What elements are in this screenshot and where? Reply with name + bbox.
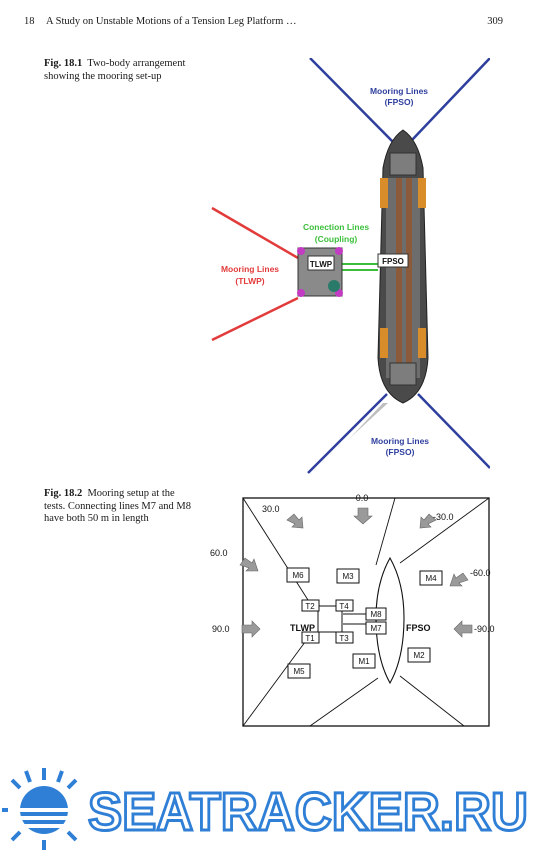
fpso-mooring-line — [411, 58, 490, 141]
label-connection-lines-sub: (Coupling) — [315, 234, 358, 244]
running-title: A Study on Unstable Motions of a Tension… — [46, 16, 297, 27]
probe-box — [352, 653, 376, 669]
tether-box — [301, 599, 320, 612]
fpso-outline — [375, 556, 405, 685]
fpso-mooring-line — [417, 393, 490, 469]
probe-box — [287, 663, 311, 679]
label-mooring-fpso-bottom-sub: (FPSO) — [386, 447, 415, 457]
probe-box — [407, 647, 431, 663]
fpso-label-box — [377, 253, 409, 268]
mooring-line — [309, 677, 379, 727]
heading-arrow-60 — [239, 557, 259, 572]
tether-t2: T2 — [305, 602, 315, 611]
heading-m90: -90.0 — [474, 624, 495, 634]
watermark-text: SEATRACKER.RU — [88, 782, 528, 842]
mooring-line — [399, 497, 490, 564]
tether-t1: T1 — [305, 634, 315, 643]
probe-m4: M4 — [425, 574, 437, 583]
probe-box — [419, 570, 443, 586]
mooring-line — [399, 675, 465, 727]
probe-box — [365, 607, 387, 621]
tether-t4: T4 — [339, 602, 349, 611]
heading-arrow-m90 — [453, 620, 473, 638]
page-number-right: 309 — [487, 16, 503, 27]
probe-box — [365, 621, 387, 635]
tether-box — [301, 631, 320, 644]
label-mooring-fpso-top: Mooring Lines — [370, 86, 428, 96]
probe-m6: M6 — [292, 571, 304, 580]
fpso-vessel — [350, 129, 429, 438]
label-fpso: FPSO — [382, 257, 404, 266]
sun-logo-icon — [2, 768, 80, 850]
probe-box — [336, 568, 360, 584]
figure-caption-text-18-2: Mooring setup at the tests. Connecting l… — [44, 488, 191, 524]
heading-0: 0.0 — [356, 493, 369, 503]
label-connection-lines: Conection Lines — [303, 222, 369, 232]
heading-30: 30.0 — [262, 504, 280, 514]
label-mooring-tlwp-sub: (TLWP) — [235, 276, 264, 286]
heading-arrow-0 — [353, 507, 373, 525]
tether-box — [335, 599, 354, 612]
tether-t3: T3 — [339, 634, 349, 643]
heading-arrow-m60 — [449, 572, 469, 587]
heading-60: 60.0 — [210, 548, 228, 558]
label-tlwp: TLWP — [310, 260, 333, 269]
figure-caption-18-2: Fig. 18.2 Mooring setup at the tests. Co… — [44, 488, 194, 526]
figure-label-18-1: Fig. 18.1 — [44, 58, 83, 69]
probe-m8: M8 — [370, 610, 382, 619]
probe-m1: M1 — [358, 657, 370, 666]
tlwp-mooring-line — [211, 296, 299, 342]
fpso-mooring-line — [307, 393, 388, 474]
heading-90: 90.0 — [212, 624, 230, 634]
hawser — [350, 403, 388, 438]
running-header: 18 A Study on Unstable Motions of a Tens… — [24, 16, 513, 30]
heading-arrow-90 — [241, 620, 261, 638]
probe-m2: M2 — [413, 651, 425, 660]
tlwp-platform — [297, 247, 343, 297]
tlwp-mooring-line — [211, 206, 299, 260]
mooring-line — [375, 497, 396, 566]
probe-m3: M3 — [342, 572, 354, 581]
figure-18-2-test-setup: T2 T4 T1 T3 M6 M3 M4 M8 M7 M1 M2 M5 TLWP… — [210, 493, 495, 727]
label-fpso: FPSO — [406, 623, 431, 633]
probe-box — [286, 567, 310, 583]
mooring-line — [242, 497, 309, 601]
label-tlwp: TLWP — [290, 623, 315, 633]
page-number-left: 18 — [24, 16, 35, 27]
heading-m60: -60.0 — [470, 568, 491, 578]
figure-caption-18-1: Fig. 18.1 Two-body arrangement showing t… — [44, 58, 194, 83]
probe-m5: M5 — [293, 667, 305, 676]
heading-arrow-30 — [286, 513, 304, 529]
figure-18-1-mooring-diagram: Mooring Lines (FPSO) Conection Lines (Co… — [211, 58, 490, 474]
seatracker-watermark: SEATRACKER.RU — [2, 768, 530, 850]
label-mooring-tlwp: Mooring Lines — [221, 264, 279, 274]
heading-arrow-m30 — [419, 513, 437, 529]
figure-label-18-2: Fig. 18.2 — [44, 488, 83, 499]
fpso-mooring-line — [309, 58, 396, 145]
mooring-line — [242, 637, 309, 727]
probe-m7: M7 — [370, 624, 382, 633]
label-mooring-fpso-top-sub: (FPSO) — [385, 97, 414, 107]
tether-box — [335, 631, 354, 644]
heading-m30: -30.0 — [433, 512, 454, 522]
label-mooring-fpso-bottom: Mooring Lines — [371, 436, 429, 446]
figure-caption-text-18-1: Two-body arrangement showing the mooring… — [44, 58, 186, 82]
